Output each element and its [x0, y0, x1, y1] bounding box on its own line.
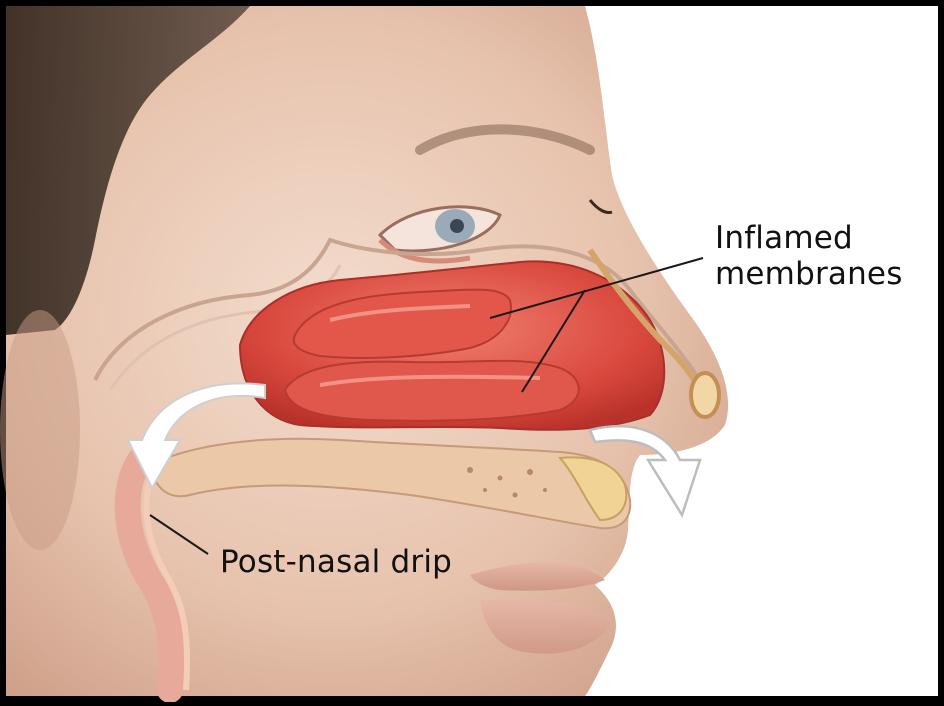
nostril-cartilage [691, 373, 719, 417]
label-inflamed-line1: Inflamed [715, 220, 903, 256]
label-inflamed-line2: membranes [715, 256, 903, 292]
label-post-nasal-drip: Post-nasal drip [220, 544, 452, 580]
ear-shadow [0, 310, 80, 550]
label-inflamed-membranes: Inflamed membranes [715, 220, 903, 292]
